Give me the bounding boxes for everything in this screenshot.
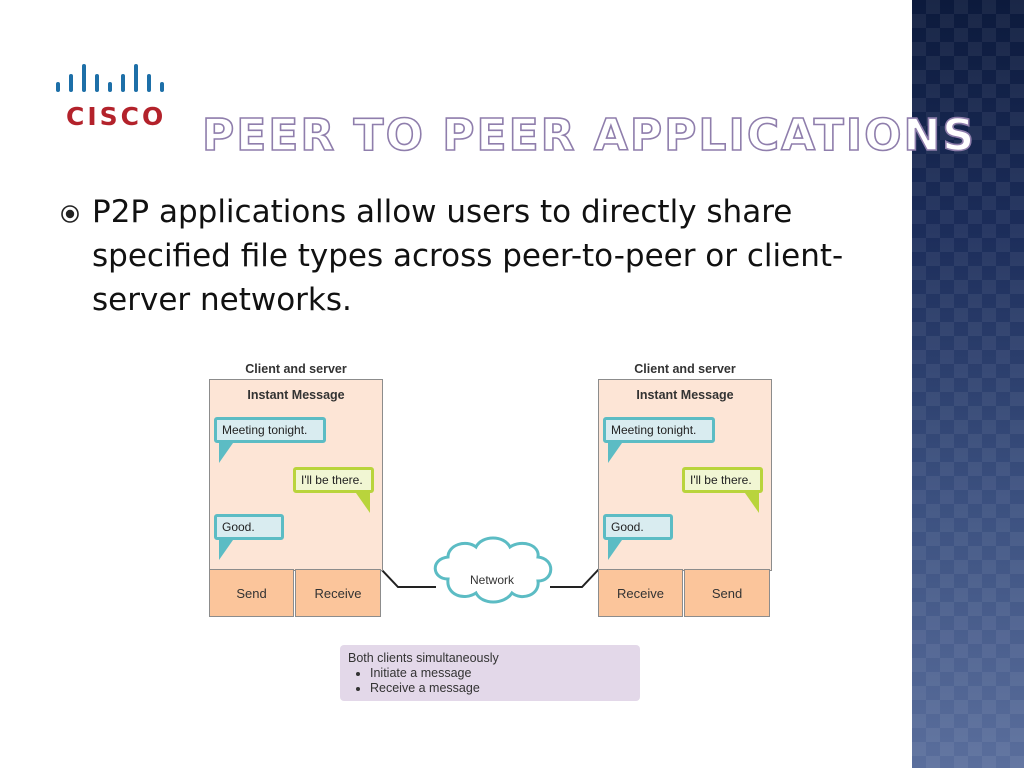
left-message-reply: I'll be there. <box>293 467 374 493</box>
p2p-diagram: Network Client and server Instant Messag… <box>200 355 780 705</box>
cisco-wordmark: CISCO <box>66 102 167 131</box>
cisco-bars-icon <box>56 64 164 92</box>
network-cloud-icon <box>433 536 553 604</box>
left-client-label: Client and server <box>245 362 347 376</box>
left-receive-button[interactable]: Receive <box>295 569 381 617</box>
note-list: Initiate a message Receive a message <box>348 666 632 696</box>
right-receive-button[interactable]: Receive <box>598 569 683 617</box>
right-message-meeting: Meeting tonight. <box>603 417 715 443</box>
right-message-reply-tail <box>745 493 759 513</box>
right-message-good: Good. <box>603 514 673 540</box>
cisco-logo: CISCO <box>54 60 184 131</box>
right-client-label: Client and server <box>634 362 736 376</box>
radio-bullet-icon <box>61 205 79 223</box>
note-item-receive: Receive a message <box>370 681 632 696</box>
left-message-good: Good. <box>214 514 284 540</box>
left-message-meeting: Meeting tonight. <box>214 417 326 443</box>
slide-title: Peer to Peer Applications <box>201 109 977 162</box>
bullet-text: P2P applications allow users to directly… <box>92 194 844 318</box>
note-heading: Both clients simultaneously <box>348 651 499 665</box>
network-label: Network <box>469 573 514 587</box>
decorative-side-panel <box>912 0 1024 768</box>
left-message-good-tail <box>219 540 233 560</box>
simultaneous-note: Both clients simultaneously Initiate a m… <box>340 645 640 701</box>
diamond-pattern <box>912 0 1024 768</box>
right-im-header: Instant Message <box>636 388 734 402</box>
note-item-initiate: Initiate a message <box>370 666 632 681</box>
left-message-meeting-tail <box>219 443 233 463</box>
right-message-meeting-tail <box>608 443 622 463</box>
right-message-reply: I'll be there. <box>682 467 763 493</box>
right-message-good-tail <box>608 540 622 560</box>
connection-lines <box>380 536 600 604</box>
right-send-button[interactable]: Send <box>684 569 770 617</box>
left-im-header: Instant Message <box>247 388 345 402</box>
left-message-reply-tail <box>356 493 370 513</box>
left-send-button[interactable]: Send <box>209 569 294 617</box>
